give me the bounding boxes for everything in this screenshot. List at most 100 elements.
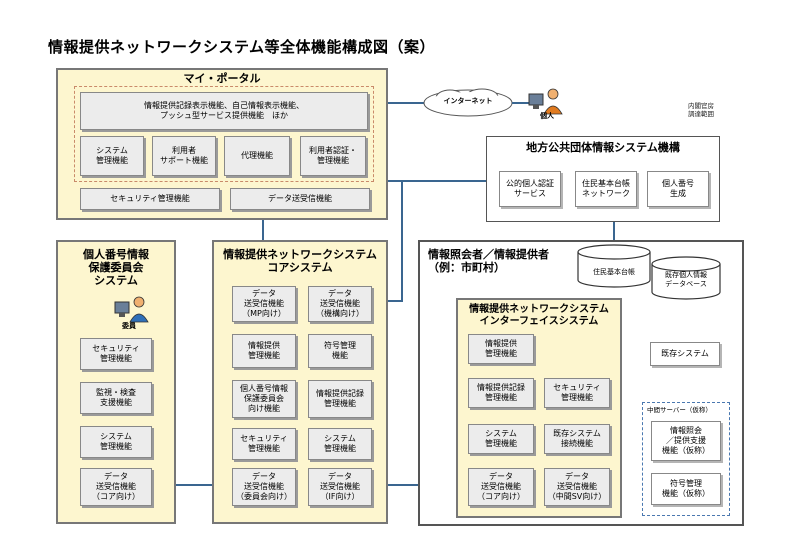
box-line: 管理機能 bbox=[561, 393, 593, 402]
box-line: 機能（仮称） bbox=[662, 446, 710, 455]
box-line: 情報提供 bbox=[248, 341, 280, 350]
core-data-transfer-if: データ 送受信機能 （IF向け） bbox=[308, 468, 372, 506]
box-line: データ bbox=[328, 472, 352, 481]
box-line: データ bbox=[565, 472, 589, 481]
title-line: 情報照会者／情報提供者 bbox=[428, 248, 549, 261]
box-line: 情報提供記録 bbox=[316, 389, 364, 398]
box-line: （中間SV向け） bbox=[547, 492, 607, 501]
box-line: 住民基本台帳 bbox=[582, 179, 630, 188]
box-line: 送受信機能 bbox=[244, 299, 284, 308]
inquirer-title: 情報照会者／情報提供者 （例：市町村） bbox=[428, 248, 549, 274]
box-line: データ bbox=[328, 289, 352, 298]
box-line: 情報提供記録 bbox=[477, 383, 525, 392]
core-system-panel: 情報提供ネットワークシステム コアシステム データ 送受信機能 （MP向け） 情… bbox=[212, 240, 388, 524]
procurement-note: 内閣官房 調達範囲 bbox=[679, 102, 723, 118]
box-line: データ bbox=[104, 472, 128, 481]
core-data-transfer-mp: データ 送受信機能 （MP向け） bbox=[232, 286, 296, 322]
page-title: 情報提供ネットワークシステム等全体機能構成図（案） bbox=[48, 38, 436, 56]
existing-system: 既存システム bbox=[650, 342, 720, 366]
note-line: 調達範囲 bbox=[688, 110, 714, 118]
box-line: 送受信機能 bbox=[557, 482, 597, 491]
person-label: 個人 bbox=[540, 112, 554, 120]
local-gov-title: 地方公共団体情報システム機構 bbox=[526, 141, 680, 154]
box-line: 管理機能 bbox=[324, 444, 356, 453]
privacy-committee-panel: 個人番号情報 保護委員会 システム 委員 セキュリティ 管理機能 監視・検査 支… bbox=[56, 240, 176, 524]
box-line: システム bbox=[324, 434, 356, 443]
title-line: 情報提供ネットワークシステム bbox=[223, 248, 377, 261]
internet-cloud bbox=[423, 88, 513, 117]
privacy-title: 個人番号情報 保護委員会 システム bbox=[58, 248, 174, 287]
connector-portal-localgov bbox=[372, 180, 490, 182]
box-line: （委員会向け） bbox=[236, 492, 292, 501]
box-line: 管理機能 bbox=[248, 444, 280, 453]
person-pc-icon bbox=[528, 88, 563, 115]
box-line: 機能（仮称） bbox=[662, 489, 710, 498]
core-title: 情報提供ネットワークシステム コアシステム bbox=[214, 248, 386, 274]
my-portal-title: マイ・ポータル bbox=[183, 72, 261, 85]
box-line: システム bbox=[100, 432, 132, 441]
interface-system-mgmt: システム 管理機能 bbox=[468, 424, 534, 454]
resident-ledger-db bbox=[577, 244, 651, 288]
box-line: セキュリティ管理機能 bbox=[110, 194, 190, 203]
existing-db-label: 既存個人情報 データベース bbox=[652, 271, 720, 289]
box-line: セキュリティ bbox=[553, 383, 601, 392]
local-gov-number-generation: 個人番号 生成 bbox=[647, 171, 709, 207]
box-line: 情報提供 bbox=[485, 339, 517, 348]
my-portal-data-transfer: データ送受信機能 bbox=[230, 188, 370, 210]
box-line: 監視・検査 bbox=[96, 388, 136, 397]
middle-server-inquiry-support: 情報照会 ／提供支援 機能（仮称） bbox=[651, 421, 721, 461]
box-line: （機構向け） bbox=[316, 309, 364, 318]
box-line: 管理機能 bbox=[100, 442, 132, 451]
my-portal-panel: マイ・ポータル 情報提供記録表示機能、自己情報表示機能、 プッシュ型サービス提供… bbox=[56, 68, 388, 220]
core-security-mgmt: セキュリティ 管理機能 bbox=[232, 428, 296, 460]
core-system-mgmt: システム 管理機能 bbox=[308, 428, 372, 460]
privacy-monitoring-support: 監視・検査 支援機能 bbox=[80, 382, 152, 414]
box-line: データ送受信機能 bbox=[268, 194, 332, 203]
interface-info-provision-mgmt: 情報提供 管理機能 bbox=[468, 334, 534, 364]
my-portal-user-auth: 利用者認証・ 管理機能 bbox=[300, 136, 366, 176]
connector-ledger-db bbox=[613, 212, 615, 247]
note-line: 内閣官房 bbox=[688, 102, 714, 110]
existing-db bbox=[651, 256, 721, 300]
box-line: 管理機能 bbox=[96, 156, 128, 165]
core-provision-record-mgmt: 情報提供記録 管理機能 bbox=[308, 380, 372, 418]
box-line: 個人番号情報 bbox=[240, 384, 288, 393]
box-line: （MP向け） bbox=[242, 309, 286, 318]
my-portal-dashed-group bbox=[74, 86, 374, 182]
box-line: 生成 bbox=[670, 189, 686, 198]
core-data-transfer-committee: データ 送受信機能 （委員会向け） bbox=[232, 468, 296, 506]
box-line: 送受信機能 bbox=[320, 299, 360, 308]
core-committee-functions: 個人番号情報 保護委員会 向け機能 bbox=[232, 380, 296, 418]
title-line: 保護委員会 bbox=[88, 261, 144, 274]
box-line: （コア向け） bbox=[477, 492, 525, 501]
box-line: 支援機能 bbox=[100, 398, 132, 407]
box-line: データ bbox=[252, 472, 276, 481]
local-gov-public-auth: 公的個人認証 サービス bbox=[499, 171, 561, 207]
local-gov-resident-network: 住民基本台帳 ネットワーク bbox=[575, 171, 637, 207]
title-line: コアシステム bbox=[267, 261, 333, 274]
box-line: 接続機能 bbox=[561, 439, 593, 448]
privacy-system-mgmt: システム 管理機能 bbox=[80, 426, 152, 458]
box-line: 代理機能 bbox=[241, 151, 273, 160]
interface-data-transfer-middle-sv: データ 送受信機能 （中間SV向け） bbox=[544, 468, 610, 506]
resident-ledger-db-label: 住民基本台帳 bbox=[593, 268, 635, 276]
interface-existing-system-connect: 既存システム 接続機能 bbox=[544, 424, 610, 454]
box-line: システム bbox=[96, 146, 128, 155]
box-line: ネットワーク bbox=[582, 189, 630, 198]
middle-server-title: 中間サーバー（仮称） bbox=[647, 406, 712, 414]
title-line: インターフェイスシステム bbox=[479, 316, 599, 327]
middle-server-group: 中間サーバー（仮称） 情報照会 ／提供支援 機能（仮称） 符号管理 機能（仮称） bbox=[642, 402, 730, 516]
box-line: 保護委員会 bbox=[244, 394, 284, 403]
core-data-transfer-kikou: データ 送受信機能 （機構向け） bbox=[308, 286, 372, 322]
my-portal-main-functions: 情報提供記録表示機能、自己情報表示機能、 プッシュ型サービス提供機能 ほか bbox=[80, 92, 368, 130]
box-line: 情報照会 bbox=[670, 426, 702, 435]
box-line: 公的個人認証 bbox=[506, 179, 554, 188]
committee-user-icon bbox=[114, 296, 149, 323]
box-line: 利用者認証・ bbox=[309, 146, 357, 155]
box-line: 管理機能 bbox=[100, 354, 132, 363]
connector-internet-person bbox=[512, 102, 534, 104]
box-line: 送受信機能 bbox=[96, 482, 136, 491]
box-line: 管理機能 bbox=[317, 156, 349, 165]
core-code-mgmt: 符号管理 機能 bbox=[308, 334, 372, 368]
local-gov-panel: 地方公共団体情報システム機構 公的個人認証 サービス 住民基本台帳 ネットワーク… bbox=[486, 136, 720, 222]
